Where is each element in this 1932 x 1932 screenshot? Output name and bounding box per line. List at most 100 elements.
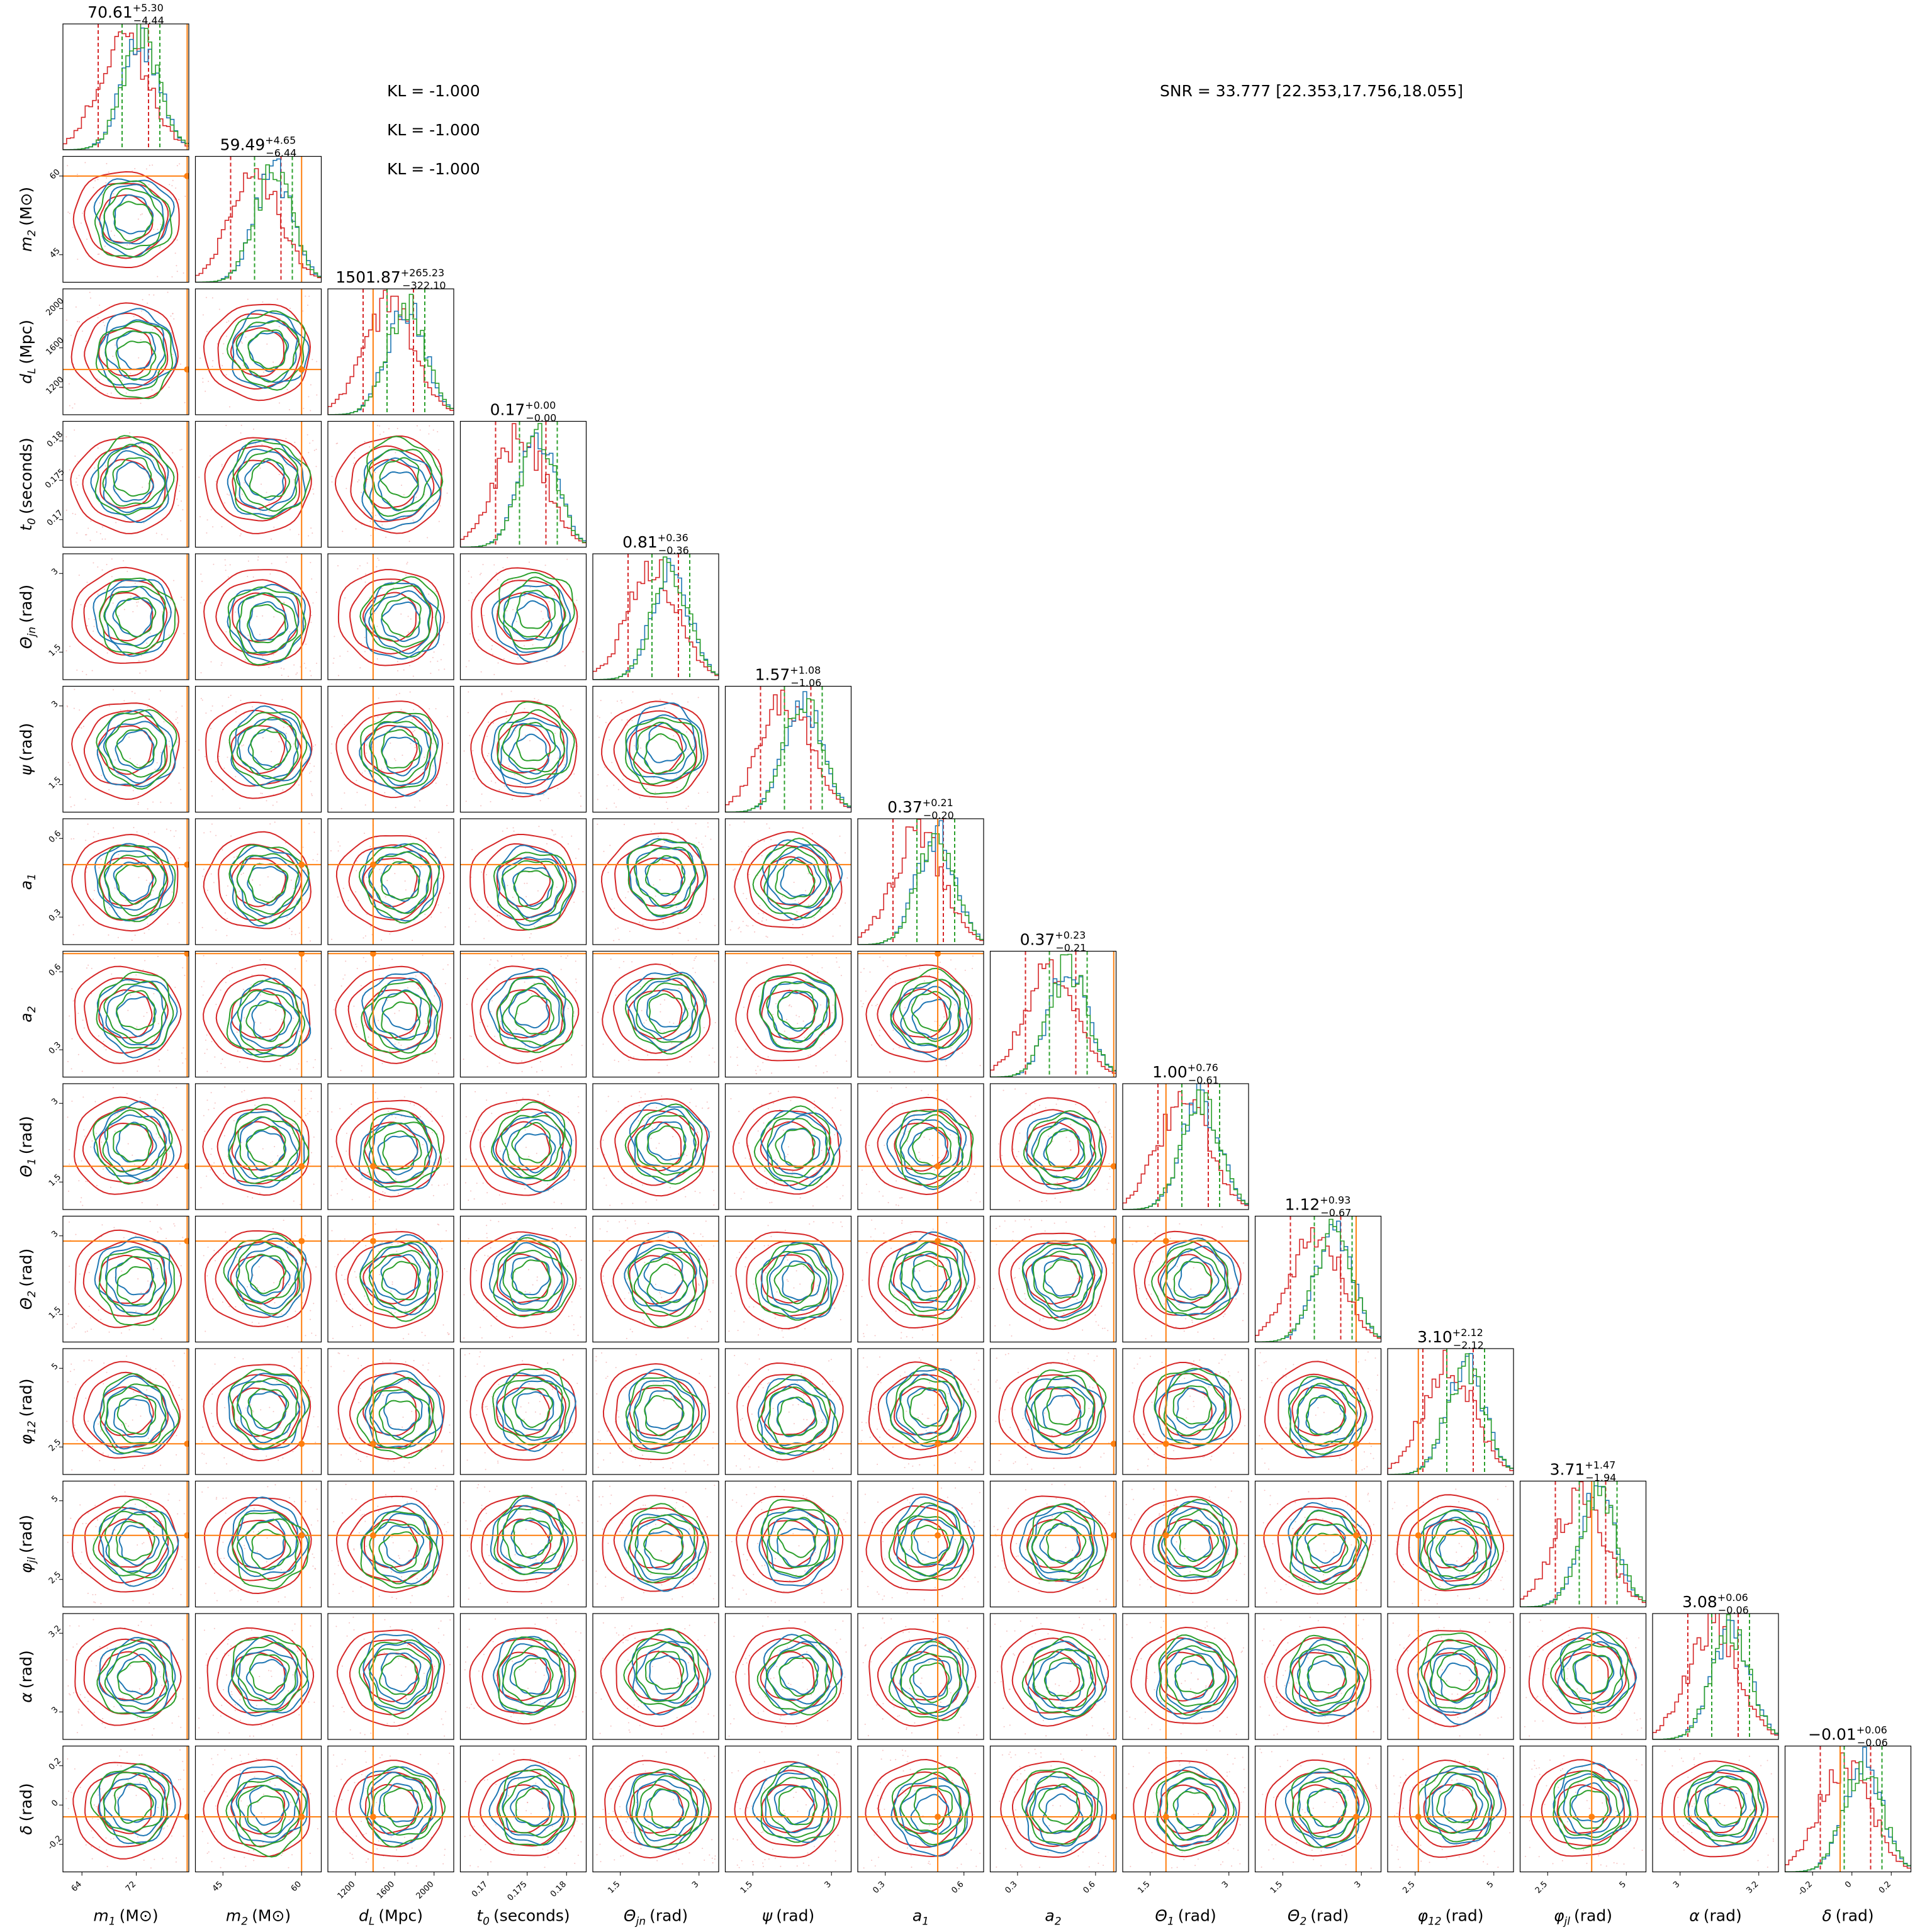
- summary-title-7: 0.37+0.23−0.21: [1020, 929, 1087, 954]
- contour-series-0-level-0: [865, 1758, 974, 1858]
- x-axis-label-3: t0(seconds): [476, 1907, 570, 1928]
- contour-series-0-level-2: [497, 724, 551, 773]
- x-axis-label-8: Θ1(rad): [1155, 1907, 1216, 1928]
- contour-series-0-level-2: [232, 459, 286, 509]
- contour-series-2-level-1: [500, 1115, 565, 1177]
- contour-series-0-level-1: [349, 1639, 434, 1716]
- contour-panel-12-5: [724, 1613, 852, 1740]
- contour-series-1-level-0: [230, 705, 312, 787]
- truth-marker: [369, 861, 376, 868]
- contour-series-2-level-0: [756, 1634, 838, 1716]
- contour-series-1-level-0: [758, 1509, 836, 1587]
- contour-series-2-level-0: [492, 1368, 570, 1446]
- contour-series-1-level-0: [1027, 1640, 1107, 1720]
- truth-marker: [1110, 1163, 1116, 1170]
- contour-series-2-level-0: [1420, 1632, 1498, 1710]
- x-axis-label-12: α(rad): [1689, 1907, 1741, 1925]
- contour-series-0-level-0: [868, 1231, 976, 1329]
- contour-series-0-level-0: [602, 1495, 709, 1592]
- contour-series-2-level-1: [899, 979, 961, 1042]
- contour-panel-6-2: [327, 818, 454, 945]
- panel-frame: [459, 1613, 587, 1740]
- contour-series-0-level-0: [600, 832, 709, 930]
- contour-series-2-level-1: [767, 1777, 829, 1838]
- panel-frame: [62, 1083, 189, 1210]
- panel-frame: [459, 685, 587, 813]
- contour-series-1-level-0: [1417, 1645, 1498, 1726]
- contour-series-1-level-1: [234, 1116, 298, 1180]
- hist-panel-4: 0.81+0.36−0.36: [592, 532, 719, 680]
- contour-series-2-level-1: [103, 854, 167, 917]
- contour-series-0-level-0: [1263, 1497, 1373, 1595]
- contour-series-1-level-2: [649, 1655, 688, 1695]
- contour-series-2-level-1: [369, 721, 432, 782]
- contour-series-1-level-1: [235, 320, 298, 383]
- panel-frame: [459, 420, 587, 548]
- contour-series-0-level-0: [1133, 1362, 1242, 1460]
- contour-series-2-level-0: [98, 845, 176, 923]
- panel-frame: [194, 685, 322, 813]
- panel-frame: [857, 1745, 984, 1873]
- contour-series-2-level-2: [777, 1396, 817, 1437]
- panel-frame: [459, 1480, 587, 1608]
- contour-series-2-level-1: [1164, 1508, 1227, 1573]
- contour-series-2-level-0: [228, 844, 310, 924]
- contour-series-1-level-0: [358, 1113, 437, 1191]
- contour-series-2-level-1: [636, 982, 697, 1043]
- truth-marker: [184, 951, 189, 957]
- contour-series-0-level-2: [231, 989, 286, 1038]
- contour-series-0-level-0: [735, 1231, 844, 1330]
- contour-series-0-level-0: [469, 834, 577, 931]
- contour-series-1-level-1: [1431, 1773, 1492, 1834]
- contour-series-1-level-1: [765, 1772, 826, 1834]
- hist-series-2: [328, 293, 454, 415]
- contour-series-0-level-2: [627, 989, 683, 1040]
- contour-series-2-level-2: [515, 1787, 555, 1828]
- contour-series-1-level-2: [510, 1519, 551, 1559]
- contour-series-0-level-2: [1424, 1519, 1479, 1569]
- truth-marker: [184, 1238, 189, 1245]
- contour-series-2-level-1: [502, 982, 565, 1047]
- contour-series-0-level-2: [1026, 1785, 1081, 1834]
- contour-series-2-level-1: [1426, 1519, 1488, 1580]
- contour-series-2-level-1: [236, 717, 299, 780]
- contour-panel-9-1: [194, 1215, 322, 1343]
- contour-panel-12-0: 33.2α(rad): [17, 1613, 189, 1740]
- contour-series-0-level-0: [72, 1361, 181, 1459]
- panel-frame: [194, 1083, 322, 1210]
- truth-marker: [1110, 1441, 1116, 1447]
- panel-frame: [327, 1083, 454, 1210]
- panel-frame: [1519, 1745, 1647, 1873]
- contour-series-0-level-2: [496, 857, 551, 907]
- contour-panel-7-6: [857, 950, 984, 1078]
- contour-series-0-level-0: [203, 963, 311, 1062]
- panel-frame: [459, 818, 587, 945]
- contour-series-1-level-2: [378, 1783, 418, 1822]
- x-tick-label-2-0: 1200: [336, 1880, 357, 1901]
- contour-series-0-level-2: [363, 724, 418, 774]
- contour-series-1-level-2: [913, 1519, 955, 1559]
- hist-series-0: [593, 559, 719, 680]
- panel-frame: [62, 1613, 189, 1740]
- panel-frame: [1652, 1613, 1779, 1740]
- contour-panel-10-3: [459, 1348, 587, 1475]
- truth-marker: [184, 172, 189, 179]
- contour-series-1-level-0: [1284, 1768, 1365, 1849]
- contour-series-0-level-0: [72, 1761, 182, 1860]
- contour-series-1-level-2: [383, 1391, 423, 1431]
- panel-frame: [592, 1215, 719, 1343]
- hist-series-2: [1785, 1761, 1911, 1872]
- truth-marker: [935, 1441, 941, 1447]
- contour-series-2-level-2: [250, 729, 291, 770]
- contour-series-2-level-1: [503, 576, 566, 639]
- hist-series-2: [1255, 1218, 1381, 1342]
- contour-series-2-level-0: [1420, 1510, 1500, 1590]
- contour-series-0-level-0: [1130, 1626, 1238, 1724]
- contour-series-1-level-1: [1429, 1653, 1490, 1714]
- kl-annotation-3: KL = -1.000: [387, 160, 480, 178]
- hist-series-0: [1785, 1752, 1911, 1872]
- contour-series-2-level-1: [502, 1775, 566, 1838]
- contour-series-2-level-1: [766, 1250, 828, 1313]
- contour-series-0-level-0: [602, 1363, 710, 1461]
